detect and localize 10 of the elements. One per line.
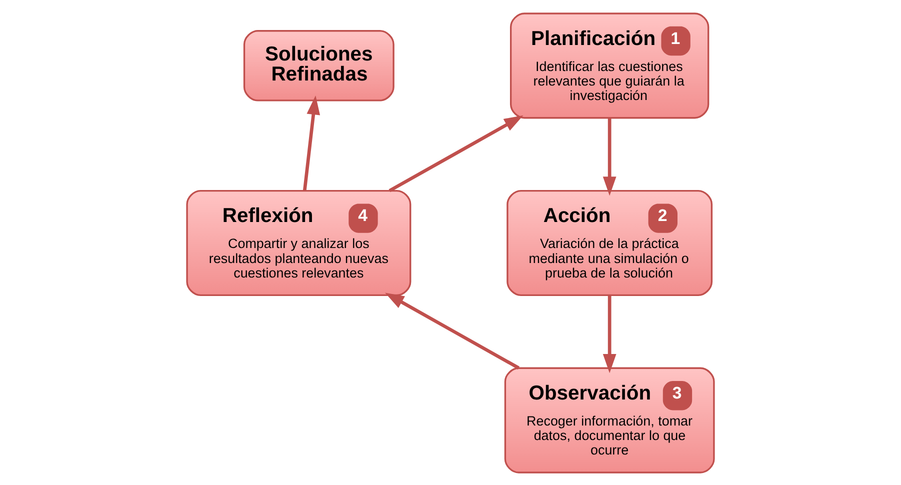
node-box: Soluciones Refinadas bbox=[243, 30, 394, 101]
node-box: Reflexión 4 Compartir y analizar los resultados planteando nuevas cuestiones relevantes bbox=[186, 189, 412, 296]
arrow bbox=[388, 114, 524, 192]
arrow bbox=[602, 294, 616, 373]
node-box: Planificación 1 Identificar las cuestiones relevantes que guiarán la investigación bbox=[510, 12, 710, 118]
arrow bbox=[302, 95, 320, 190]
node-box: Observación 3 Recoger información, tomar datos, documentar lo que ocurre bbox=[504, 366, 715, 473]
node-box: Acción 2 Variación de la práctica mediante una simulación o prueba de la solución bbox=[506, 189, 713, 296]
arrow bbox=[602, 117, 616, 196]
arrow bbox=[385, 292, 520, 369]
